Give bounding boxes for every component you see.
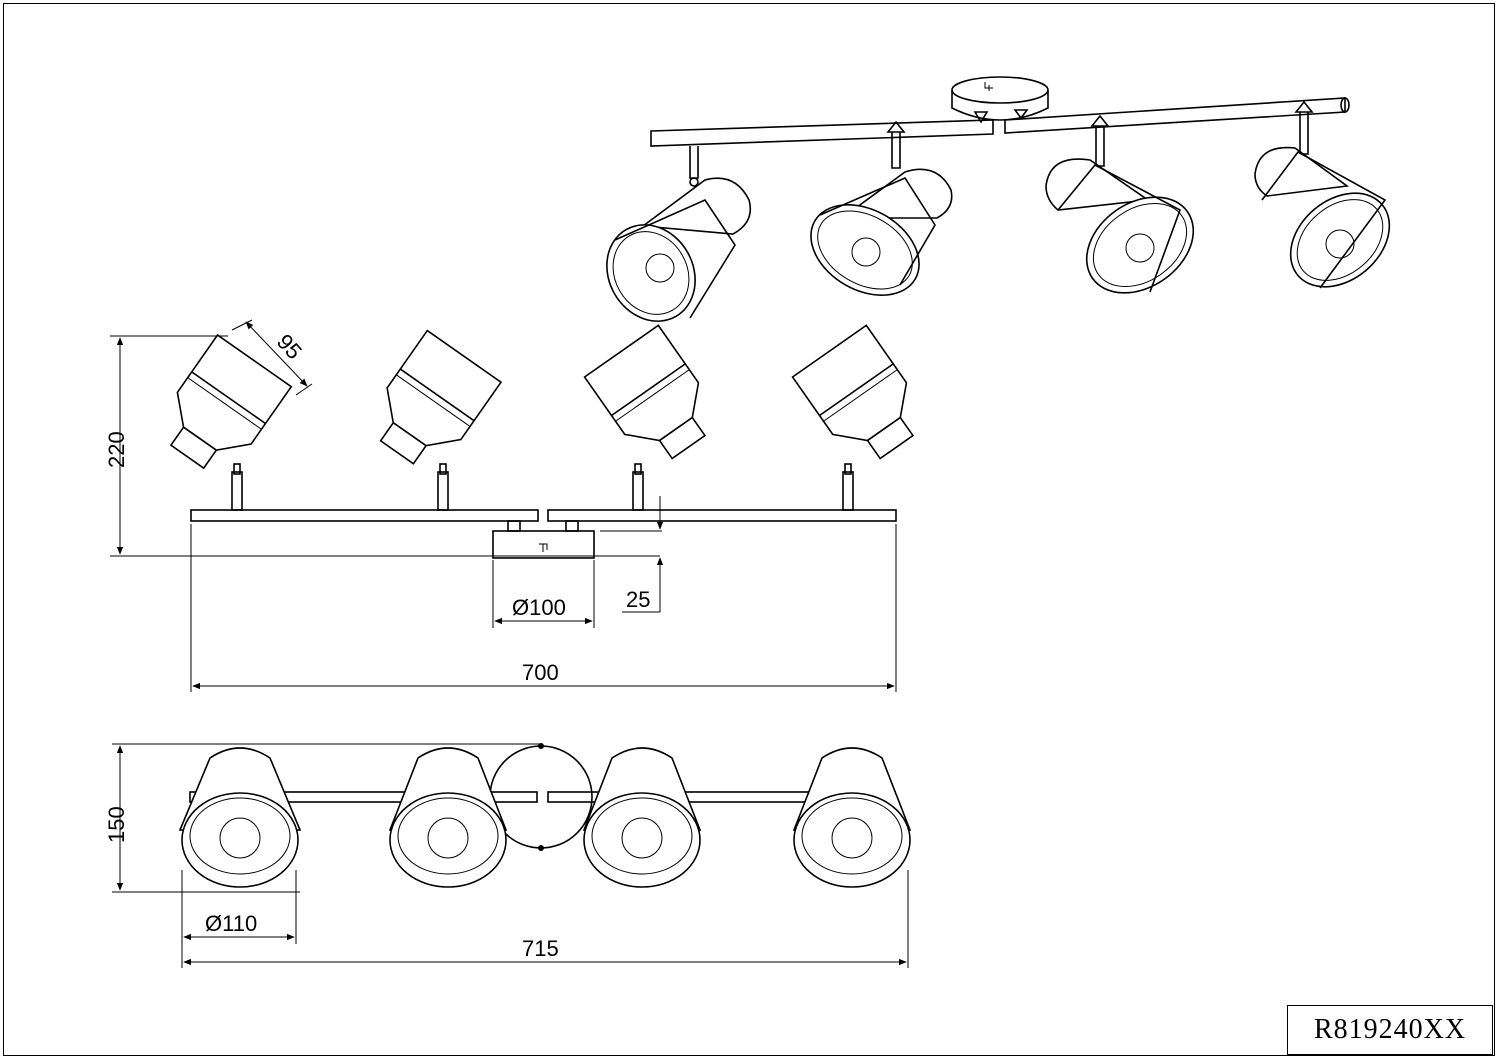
dim-label-715: 715 bbox=[522, 936, 559, 961]
bar-top bbox=[189, 791, 896, 803]
dim-label-25: 25 bbox=[626, 587, 650, 612]
dim-label-95: 95 bbox=[272, 329, 307, 364]
spotlight-perspective-4 bbox=[1254, 100, 1391, 289]
drawing-frame bbox=[3, 3, 1495, 1056]
spotlight-perspective-2 bbox=[810, 120, 953, 296]
spotlight-perspective-3 bbox=[1045, 114, 1195, 294]
dim-canopy-diameter: Ø100 bbox=[492, 560, 595, 628]
canopy-perspective bbox=[951, 76, 1049, 124]
spotlight-front-4 bbox=[791, 324, 915, 511]
dim-canopy-height: 25 bbox=[600, 496, 664, 613]
bar-perspective bbox=[650, 97, 1350, 147]
dim-total-height: 220 bbox=[104, 335, 660, 557]
dim-bar-length: 700 bbox=[190, 524, 897, 692]
canopy-front bbox=[492, 520, 595, 559]
spotlight-top-2 bbox=[388, 747, 508, 888]
product-code-box: R819240XX bbox=[1287, 1005, 1493, 1055]
dim-label-150: 150 bbox=[104, 806, 129, 843]
dim-depth: 150 bbox=[104, 743, 540, 893]
bar-front bbox=[190, 509, 897, 522]
spotlight-perspective-1 bbox=[606, 146, 752, 322]
top-view: 150 Ø110 715 bbox=[104, 743, 912, 968]
front-view: 95 220 Ø100 25 700 bbox=[104, 319, 915, 692]
dim-label-700: 700 bbox=[522, 660, 559, 685]
spotlight-top-4 bbox=[792, 747, 912, 888]
dim-total-length: 715 bbox=[181, 870, 909, 968]
spotlight-front-1 bbox=[169, 333, 293, 511]
dim-label-220: 220 bbox=[104, 431, 129, 468]
dim-label-d110: Ø110 bbox=[205, 911, 257, 936]
spotlight-top-3 bbox=[582, 747, 702, 888]
perspective-view bbox=[606, 76, 1391, 322]
dim-shade-diameter: Ø110 bbox=[181, 870, 297, 944]
spotlight-front-2 bbox=[379, 329, 503, 511]
dim-label-d100: Ø100 bbox=[512, 595, 566, 620]
spotlight-top-1 bbox=[178, 747, 302, 888]
spotlight-front-3 bbox=[583, 324, 707, 511]
product-code: R819240XX bbox=[1313, 1014, 1467, 1045]
